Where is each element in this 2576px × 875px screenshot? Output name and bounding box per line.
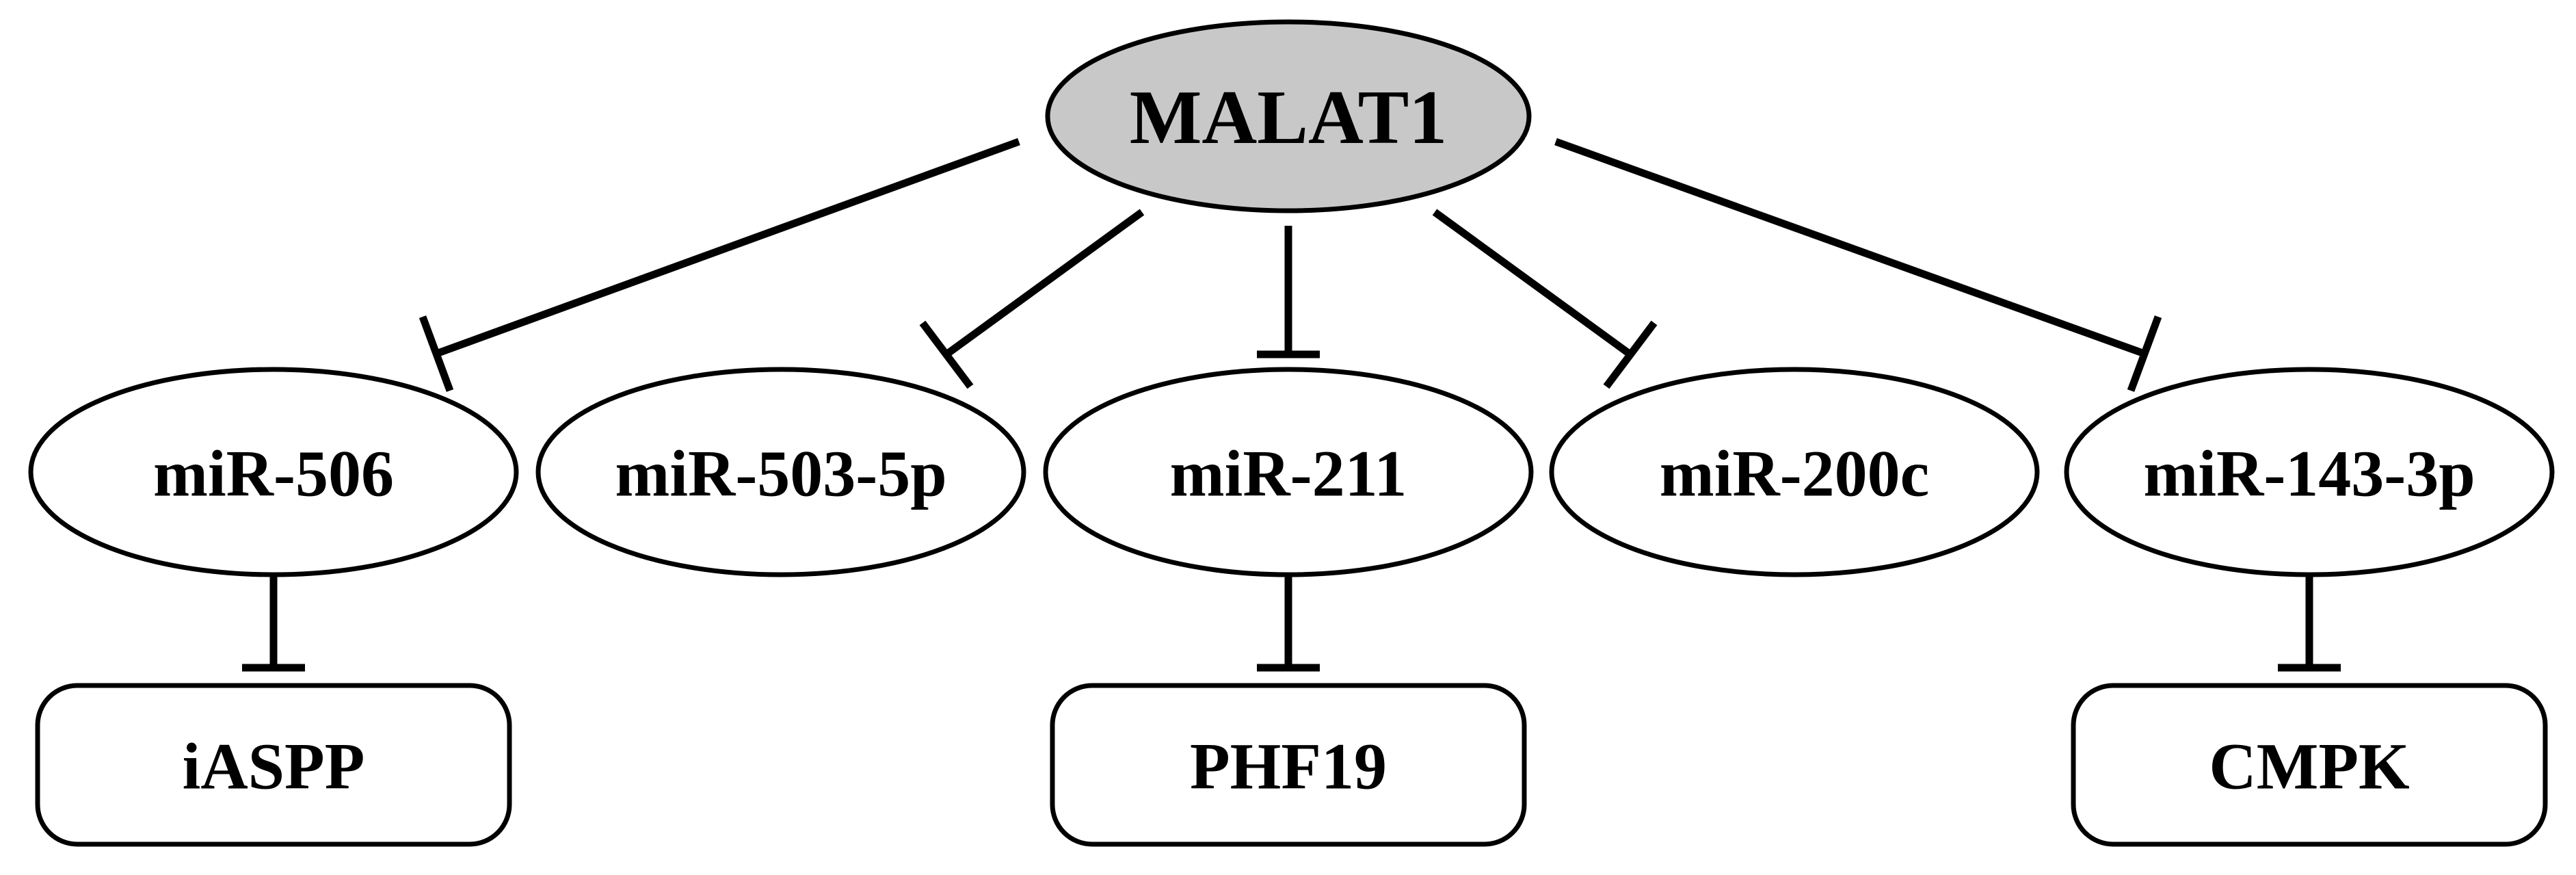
iaspp-label: iASPP [183, 730, 365, 803]
node-mir506: miR-506 [28, 367, 519, 577]
edge-malat1-mir143 [1554, 138, 2162, 392]
edge-malat1-mir211 [1257, 226, 1320, 358]
edge-malat1-mir506 [419, 138, 1020, 392]
mir503-label: miR-503-5p [615, 437, 946, 510]
mir211-label: miR-211 [1170, 437, 1407, 510]
node-phf19: PHF19 [1050, 683, 1527, 847]
node-mir143: miR-143-3p [2064, 367, 2555, 577]
node-mir200c: miR-200c [1549, 367, 2040, 577]
phf19-label: PHF19 [1190, 730, 1387, 803]
mir506-label: miR-506 [153, 437, 394, 510]
edge-mir211-phf19 [1257, 576, 1320, 672]
edge-mir143-cmpk [2278, 576, 2341, 672]
cmpk-label: CMPK [2209, 730, 2409, 803]
mir200c-label: miR-200c [1660, 437, 1930, 510]
node-iaspp: iASPP [35, 683, 512, 847]
node-cmpk: CMPK [2071, 683, 2548, 847]
node-malat1: MALAT1 [1045, 19, 1532, 213]
mir143-label: miR-143-3p [2143, 437, 2475, 510]
edge-mir506-iaspp [242, 576, 305, 672]
malat1-ellipse [1045, 19, 1532, 213]
node-mir211: miR-211 [1043, 367, 1534, 577]
edge-malat1-mir503 [919, 209, 1145, 389]
edge-malat1-mir200c [1432, 209, 1658, 389]
node-mir503: miR-503-5p [535, 367, 1026, 577]
malat1-label: MALAT1 [1130, 75, 1448, 160]
